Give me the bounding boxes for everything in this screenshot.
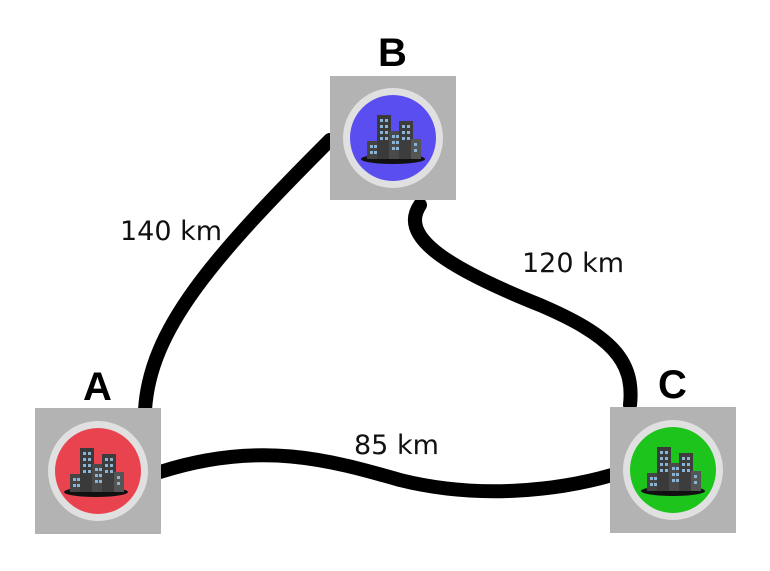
city-node-a[interactable]: A bbox=[35, 365, 161, 534]
road-a-b bbox=[138, 133, 337, 417]
city-label-c: C bbox=[658, 363, 687, 407]
edge-label-a-b: 140 km bbox=[120, 216, 222, 247]
city-node-b[interactable]: B bbox=[330, 31, 456, 200]
city-label-b: B bbox=[378, 31, 407, 75]
city-node-c[interactable]: C bbox=[610, 363, 736, 533]
road-a-c bbox=[153, 448, 619, 499]
edge-label-b-c: 120 km bbox=[522, 248, 624, 279]
city-label-a: A bbox=[83, 365, 112, 409]
road-b-c bbox=[408, 198, 638, 412]
edge-label-a-c: 85 km bbox=[354, 430, 439, 461]
